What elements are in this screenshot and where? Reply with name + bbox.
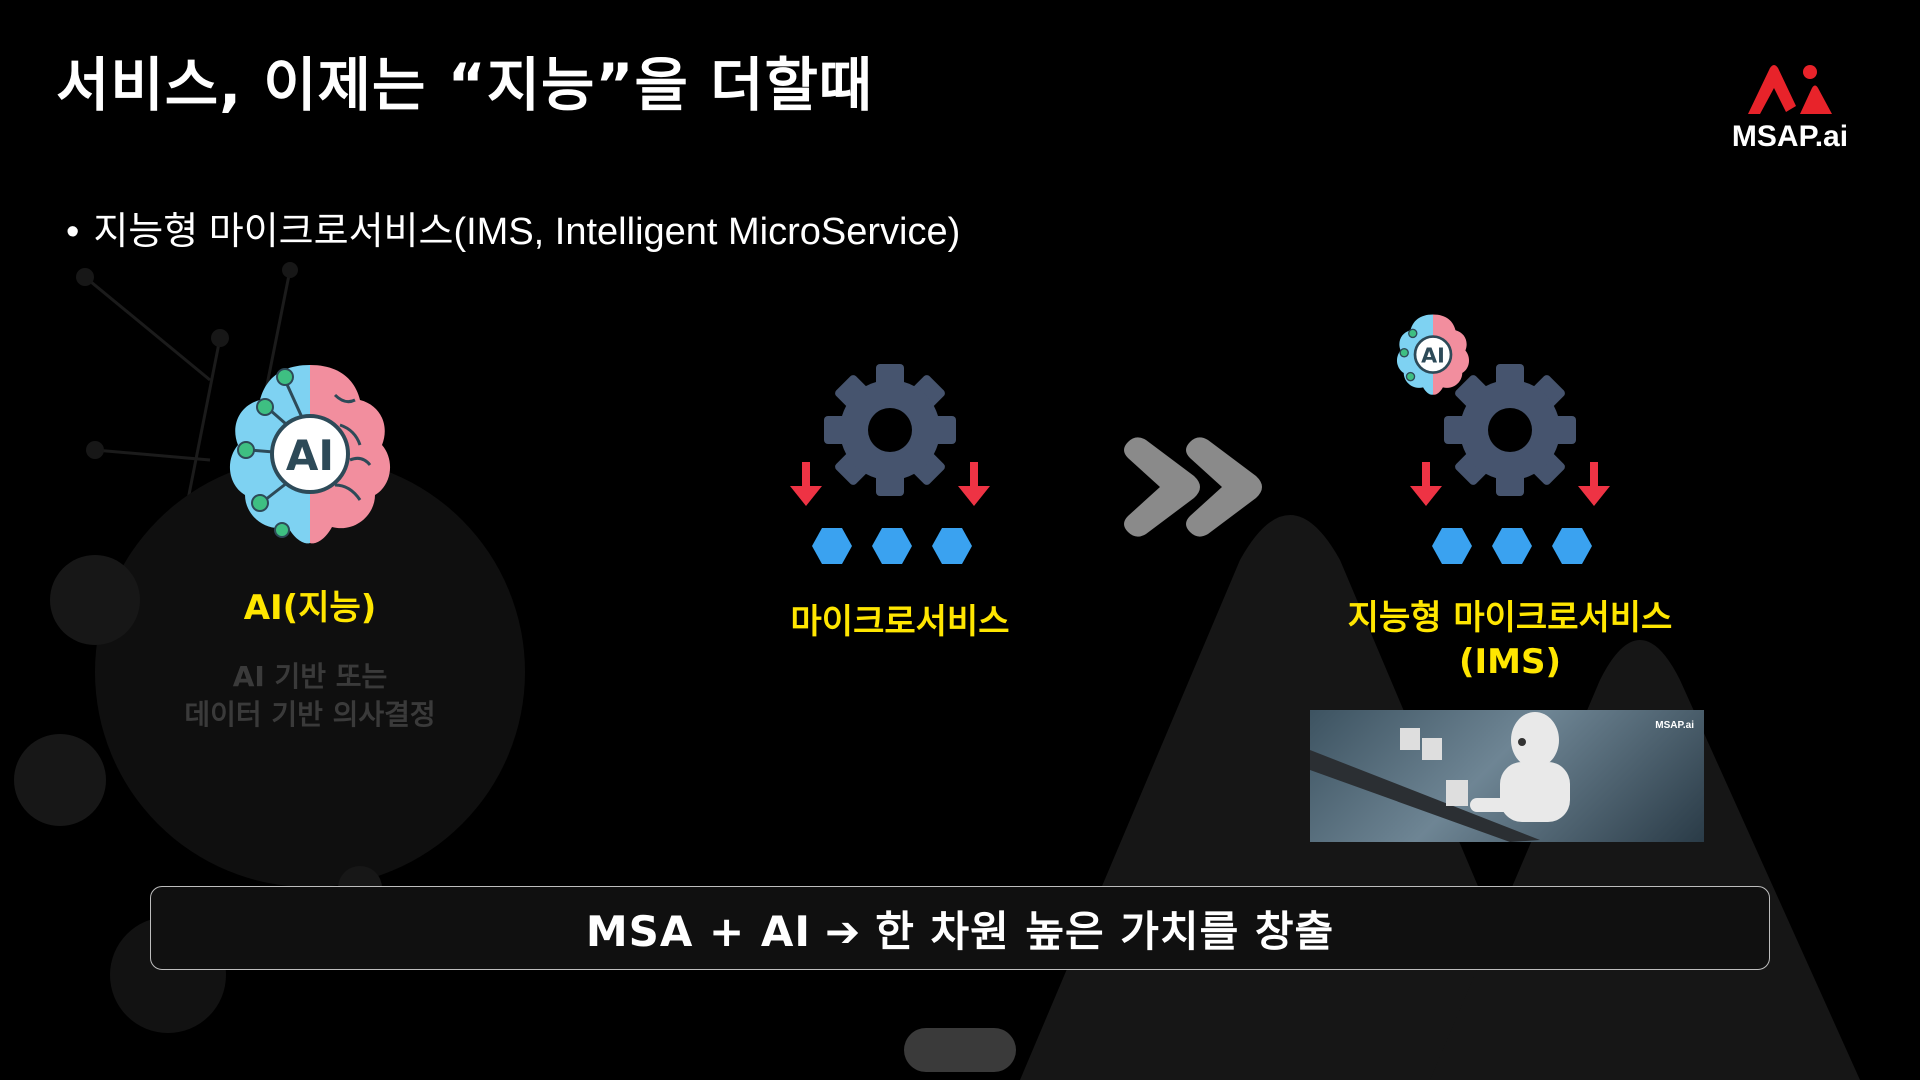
- formula-arrow-icon: ➔: [825, 906, 862, 956]
- ai-sublabel-2: 데이터 기반 의사결정: [184, 698, 436, 731]
- slide-title: 서비스, 이제는 “지능”을 더할때: [56, 51, 874, 119]
- bullet-text: 지능형 마이크로서비스(IMS, Intelligent MicroServic…: [93, 211, 961, 253]
- ims-label-2: (IMS): [1458, 642, 1562, 682]
- robot-illustration: [1310, 712, 1570, 842]
- ai-brain-icon: AI: [229, 365, 391, 544]
- gear-microservice-icon: [790, 364, 990, 564]
- svg-text:AI: AI: [1421, 344, 1445, 368]
- ims-brain-icon: AI: [1396, 314, 1470, 395]
- ai-sublabel-1: AI 기반 또는: [232, 660, 388, 693]
- formula-right: 한 차원 높은 가치를 창출: [875, 906, 1335, 956]
- ai-label: AI(지능): [243, 588, 377, 628]
- bullet-dot: •: [66, 211, 80, 253]
- robot-image-badge: MSAP.ai: [1655, 720, 1694, 731]
- slide-nav-pill[interactable]: [904, 1028, 1016, 1072]
- formula-left: MSA + AI: [585, 906, 812, 956]
- ims-label-1: 지능형 마이크로서비스: [1347, 598, 1673, 638]
- ims-gear-icon: [1410, 364, 1610, 564]
- bullet-point: • 지능형 마이크로서비스(IMS, Intelligent MicroServi…: [66, 200, 960, 255]
- logo-text: MSAP.ai: [1731, 120, 1849, 153]
- msap-logo: MSAP.ai: [1700, 58, 1880, 158]
- msap-logo-mark: [1748, 65, 1832, 114]
- formula-box: MSA + AI ➔ 한 차원 높은 가치를 창출: [150, 886, 1770, 970]
- microservice-label: 마이크로서비스: [790, 602, 1010, 642]
- double-chevron-icon: [1124, 437, 1262, 537]
- svg-text:AI: AI: [286, 431, 334, 480]
- formula-text: MSA + AI ➔ 한 차원 높은 가치를 창출: [586, 898, 1334, 959]
- robot-assembly-image: MSAP.ai: [1310, 710, 1704, 842]
